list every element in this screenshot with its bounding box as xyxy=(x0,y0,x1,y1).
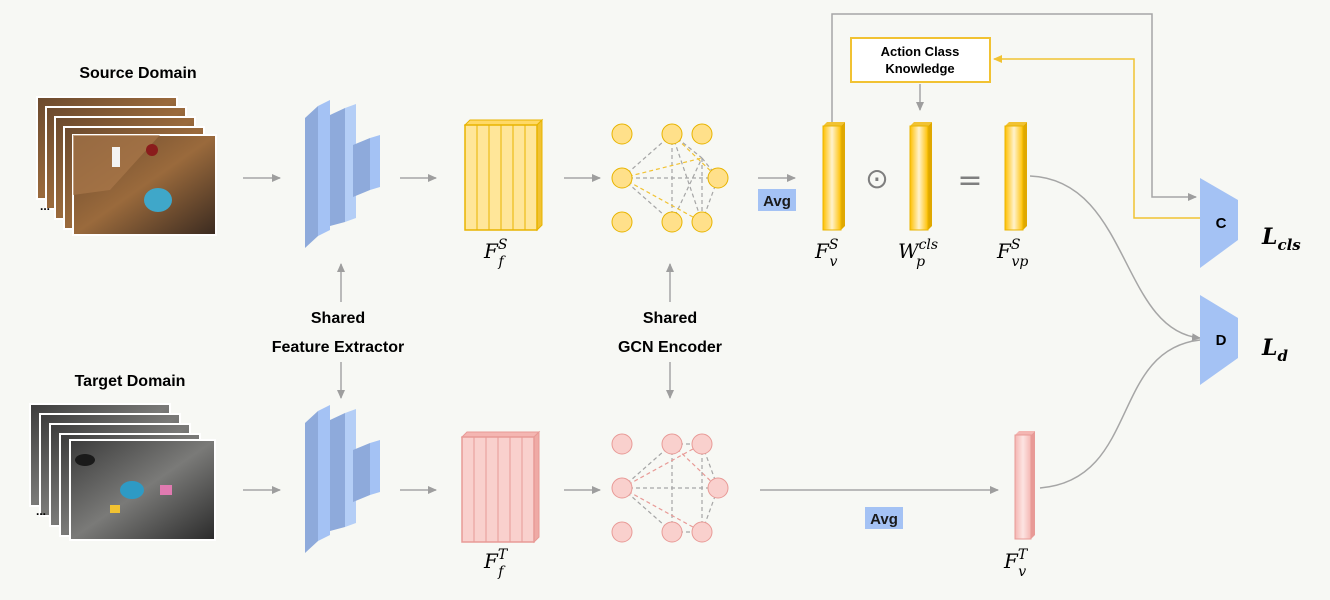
source-gcn-graph xyxy=(621,133,719,223)
target-feature-extractor xyxy=(305,405,380,553)
shared-feature-label-1: Shared xyxy=(311,310,365,327)
svg-text:...: ... xyxy=(40,199,50,213)
source-avg-label: Avg xyxy=(763,193,791,210)
classification-loss: Lcls xyxy=(1261,224,1301,254)
source-frame-feature-block xyxy=(463,118,544,232)
shared-feature-label-2: Feature Extractor xyxy=(272,339,405,356)
classifier-label: C xyxy=(1216,215,1227,232)
domain-loss: Ld xyxy=(1261,335,1288,365)
source-prototype-feature-vector xyxy=(1004,122,1027,231)
feature-to-classifier-arrow xyxy=(831,13,1197,201)
equals-operator: = xyxy=(957,163,982,198)
source-domain-title: Source Domain xyxy=(79,65,196,82)
discriminator-label: D xyxy=(1216,332,1227,349)
target-gcn-graph xyxy=(621,443,719,533)
discriminator-block xyxy=(1200,295,1238,385)
source-video-frames: ... xyxy=(36,96,217,236)
classifier-block xyxy=(1200,178,1238,268)
target-gcn-nodes xyxy=(611,433,729,543)
knowledge-label-1: Action Class xyxy=(881,44,960,59)
action-class-knowledge-box xyxy=(850,37,991,83)
target-to-discriminator-arrow xyxy=(1039,339,1201,489)
source-gcn-nodes xyxy=(611,123,729,233)
shared-gcn-label-1: Shared xyxy=(643,310,697,327)
source-avg-badge xyxy=(758,189,796,211)
target-avg-badge xyxy=(865,507,903,529)
svg-text:...: ... xyxy=(36,504,46,518)
target-avg-label: Avg xyxy=(870,511,898,528)
target-video-feature-vector xyxy=(1014,431,1035,540)
source-video-feature-vector xyxy=(822,122,845,231)
prototype-weight-vector xyxy=(909,122,932,231)
target-domain-title: Target Domain xyxy=(75,373,186,390)
source-to-discriminator-arrow xyxy=(1029,175,1201,342)
hadamard-operator: ⊙ xyxy=(865,162,888,195)
target-video-frames: ... xyxy=(29,403,216,541)
knowledge-label-2: Knowledge xyxy=(885,61,954,76)
classifier-to-knowledge-arrow xyxy=(993,55,1200,219)
source-feature-extractor xyxy=(305,100,380,248)
shared-gcn-label-2: GCN Encoder xyxy=(618,339,722,356)
target-frame-feature-block xyxy=(460,430,541,544)
